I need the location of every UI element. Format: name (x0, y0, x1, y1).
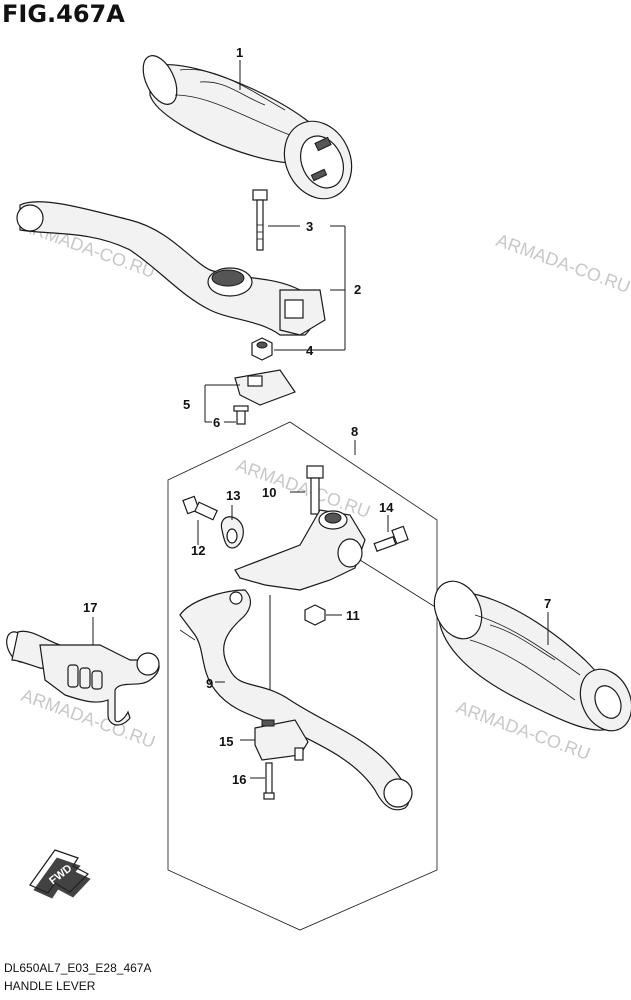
cable-guide-part (6, 630, 160, 726)
watermark-3: ARMADA-CO.RU (234, 455, 373, 522)
callout-5: 5 (183, 397, 190, 412)
pivot-bolt-part (252, 189, 268, 251)
clutch-switch-screw-part (263, 762, 275, 800)
callout-4: 4 (306, 343, 314, 358)
switch-screw-part (233, 405, 249, 425)
clutch-assembly-outline (167, 421, 438, 931)
fwd-arrow-icon: FWD (29, 849, 91, 899)
lever-holder-screw-part (373, 525, 409, 552)
pivot-nut-part (251, 337, 273, 361)
callout-6: 6 (213, 415, 220, 430)
callout-10: 10 (262, 485, 276, 500)
watermark-2: ARMADA-CO.RU (494, 230, 631, 297)
callout-2: 2 (354, 282, 361, 297)
lever-holder-part (234, 509, 441, 611)
callout-9: 9 (206, 676, 213, 691)
grip-right-part (433, 580, 631, 732)
grip-left-part (142, 55, 353, 200)
callout-1: 1 (236, 45, 243, 60)
brake-lever-part (16, 201, 326, 336)
brake-switch-part (234, 369, 296, 406)
adjuster-bolt-part (182, 495, 218, 521)
callout-17: 17 (83, 600, 97, 615)
figure-title: FIG.467A (2, 0, 125, 28)
clutch-switch-part (254, 719, 309, 761)
clutch-pivot-nut-part (304, 604, 326, 626)
callout-12: 12 (191, 543, 205, 558)
callout-15: 15 (219, 734, 233, 749)
cable-adjuster-part (220, 516, 244, 549)
callout-14: 14 (379, 500, 394, 515)
clutch-pivot-bolt-part (306, 465, 324, 515)
callout-11: 11 (346, 608, 360, 623)
diagram-name: HANDLE LEVER (4, 979, 96, 993)
callout-16: 16 (232, 772, 246, 787)
callout-3: 3 (306, 219, 313, 234)
diagram-code: DL650AL7_E03_E28_467A (4, 961, 152, 975)
clutch-lever-part (179, 589, 413, 811)
callout-7: 7 (544, 596, 551, 611)
callout-13: 13 (226, 488, 240, 503)
callout-8: 8 (351, 424, 358, 439)
